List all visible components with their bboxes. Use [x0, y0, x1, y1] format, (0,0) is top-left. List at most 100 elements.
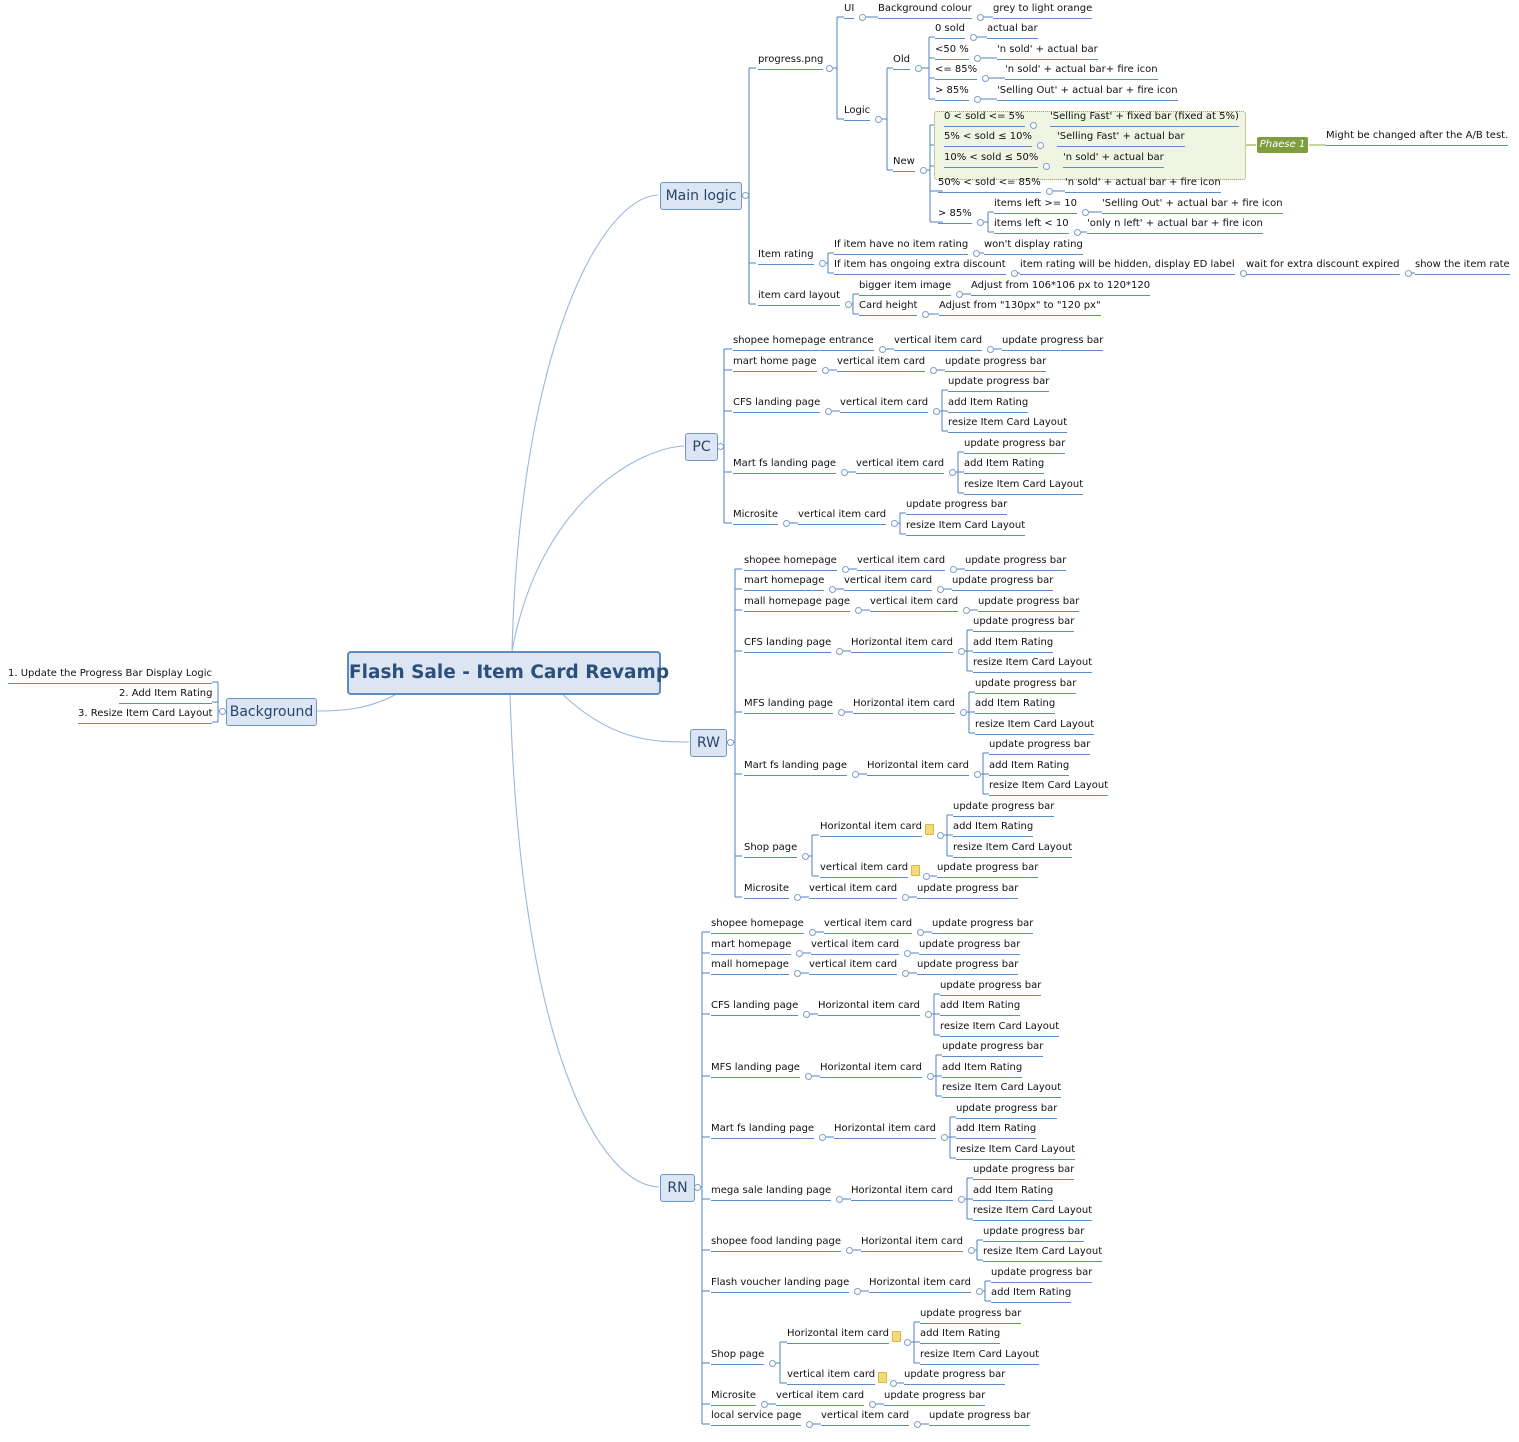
collapse-toggle-icon[interactable] [973, 95, 981, 103]
collapse-toggle-icon[interactable] [874, 115, 882, 123]
collapse-toggle-icon[interactable] [805, 1420, 813, 1428]
topic-node[interactable]: 'Selling Out' + actual bar + fire icon [997, 84, 1178, 101]
topic-node[interactable]: vertical item card [798, 508, 887, 525]
topic-node[interactable]: New [893, 155, 915, 172]
collapse-toggle-icon[interactable] [845, 1246, 853, 1254]
topic-node[interactable]: update progress bar [973, 1163, 1075, 1180]
topic-node[interactable]: update progress bar [964, 437, 1066, 454]
collapse-toggle-icon[interactable] [1045, 187, 1053, 195]
topic-node[interactable]: update progress bar [956, 1102, 1058, 1119]
topic-node[interactable]: items left >= 10 [994, 197, 1078, 214]
collapse-toggle-icon[interactable] [976, 218, 984, 226]
topic-node[interactable]: vertical item card [811, 938, 900, 955]
collapse-toggle-icon[interactable] [949, 565, 957, 573]
collapse-toggle-icon[interactable] [926, 1072, 934, 1080]
topic-node[interactable]: update progress bar [904, 1368, 1006, 1385]
collapse-toggle-icon[interactable] [890, 519, 898, 527]
topic-node[interactable]: vertical item card [894, 334, 983, 351]
collapse-toggle-icon[interactable] [828, 585, 836, 593]
topic-node[interactable]: update progress bar [917, 958, 1019, 975]
topic-node[interactable]: update progress bar [983, 1225, 1085, 1242]
collapse-toggle-icon[interactable] [913, 1420, 921, 1428]
topic-node[interactable]: update progress bar [975, 677, 1077, 694]
collapse-toggle-icon[interactable] [793, 969, 801, 977]
topic-node[interactable]: update progress bar [952, 574, 1054, 591]
topic-node[interactable]: vertical item card [857, 554, 946, 571]
central-topic[interactable]: Flash Sale - Item Card Revamp [347, 651, 669, 695]
topic-node[interactable]: Mart fs landing page [733, 457, 837, 474]
topic-node[interactable]: Microsite [744, 882, 789, 899]
topic-node[interactable]: Shop page [744, 841, 798, 858]
collapse-toggle-icon[interactable] [802, 1010, 810, 1018]
topic-node[interactable]: resize Item Card Layout [940, 1020, 1060, 1037]
topic-node[interactable]: resize Item Card Layout [956, 1143, 1076, 1160]
branch-pc[interactable]: PC [685, 433, 718, 461]
topic-node[interactable]: 'n sold' + actual bar [997, 43, 1098, 60]
collapse-toggle-icon[interactable] [741, 191, 749, 199]
collapse-toggle-icon[interactable] [726, 738, 734, 746]
topic-node[interactable]: resize Item Card Layout [973, 656, 1093, 673]
collapse-toggle-icon[interactable] [986, 345, 994, 353]
topic-node[interactable]: vertical item card [870, 595, 959, 612]
topic-node[interactable]: CFS landing page [744, 636, 832, 653]
collapse-toggle-icon[interactable] [1010, 269, 1018, 277]
branch-background[interactable]: Background [226, 698, 317, 726]
topic-node[interactable]: Horizontal item card [851, 636, 953, 653]
collapse-toggle-icon[interactable] [858, 13, 866, 21]
topic-node[interactable]: update progress bar [884, 1389, 986, 1406]
topic-node[interactable]: update progress bar [989, 738, 1091, 755]
collapse-toggle-icon[interactable] [1029, 121, 1037, 129]
topic-node[interactable]: 'Selling Fast' + fixed bar (fixed at 5%) [1050, 110, 1239, 127]
topic-node[interactable]: Horizontal item card [834, 1122, 936, 1139]
topic-node[interactable]: 'n sold' + actual bar+ fire icon [1005, 63, 1158, 80]
topic-node[interactable]: Adjust from "130px" to "120 px" [939, 299, 1101, 316]
topic-node[interactable]: add Item Rating [989, 759, 1070, 776]
collapse-toggle-icon[interactable] [1073, 228, 1081, 236]
collapse-toggle-icon[interactable] [936, 585, 944, 593]
topic-node[interactable]: vertical item card [787, 1368, 876, 1385]
topic-node[interactable]: update progress bar [942, 1040, 1044, 1057]
topic-node[interactable]: update progress bar [1002, 334, 1104, 351]
topic-node[interactable]: vertical item card [809, 882, 898, 899]
topic-node[interactable]: 'n sold' + actual bar + fire icon [1065, 176, 1221, 193]
topic-node[interactable]: > 85% [935, 84, 969, 101]
topic-node[interactable]: shopee homepage entrance [733, 334, 874, 351]
collapse-toggle-icon[interactable] [914, 64, 922, 72]
topic-node[interactable]: add Item Rating [975, 697, 1056, 714]
topic-node[interactable]: resize Item Card Layout [948, 416, 1068, 433]
topic-node[interactable]: Logic [844, 104, 871, 121]
topic-node[interactable]: vertical item card [837, 355, 926, 372]
collapse-toggle-icon[interactable] [972, 249, 980, 257]
collapse-toggle-icon[interactable] [981, 74, 989, 82]
topic-node[interactable]: 10% < sold ≤ 50% [944, 151, 1039, 168]
topic-node[interactable]: Shop page [711, 1348, 765, 1365]
topic-node[interactable]: update progress bar [953, 800, 1055, 817]
topic-node[interactable]: item card layout [758, 289, 841, 306]
collapse-toggle-icon[interactable] [835, 1195, 843, 1203]
phase-label[interactable]: Phaese 1 [1257, 137, 1308, 153]
topic-node[interactable]: update progress bar [948, 375, 1050, 392]
topic-node[interactable]: local service page [711, 1409, 802, 1426]
topic-node[interactable]: Horizontal item card [861, 1235, 963, 1252]
collapse-toggle-icon[interactable] [1081, 208, 1089, 216]
topic-node[interactable]: add Item Rating [942, 1061, 1023, 1078]
collapse-toggle-icon[interactable] [853, 1287, 861, 1295]
topic-node[interactable]: vertical item card [820, 861, 909, 878]
topic-node[interactable]: grey to light orange [993, 2, 1093, 19]
topic-node[interactable]: <50 % [935, 43, 969, 60]
topic-node[interactable]: update progress bar [920, 1307, 1022, 1324]
collapse-toggle-icon[interactable] [793, 893, 801, 901]
topic-node[interactable]: resize Item Card Layout [975, 718, 1095, 735]
branch-rn[interactable]: RN [660, 1174, 695, 1202]
collapse-toggle-icon[interactable] [716, 442, 724, 450]
topic-node[interactable]: Flash voucher landing page [711, 1276, 850, 1293]
collapse-toggle-icon[interactable] [932, 407, 940, 415]
collapse-toggle-icon[interactable] [922, 872, 930, 880]
topic-node[interactable]: Horizontal item card [867, 759, 969, 776]
topic-node[interactable]: vertical item card [856, 457, 945, 474]
collapse-toggle-icon[interactable] [976, 13, 984, 21]
collapse-toggle-icon[interactable] [825, 64, 833, 72]
collapse-toggle-icon[interactable] [844, 300, 852, 308]
topic-node[interactable]: If item has ongoing extra discount [834, 258, 1006, 275]
collapse-toggle-icon[interactable] [1036, 141, 1044, 149]
